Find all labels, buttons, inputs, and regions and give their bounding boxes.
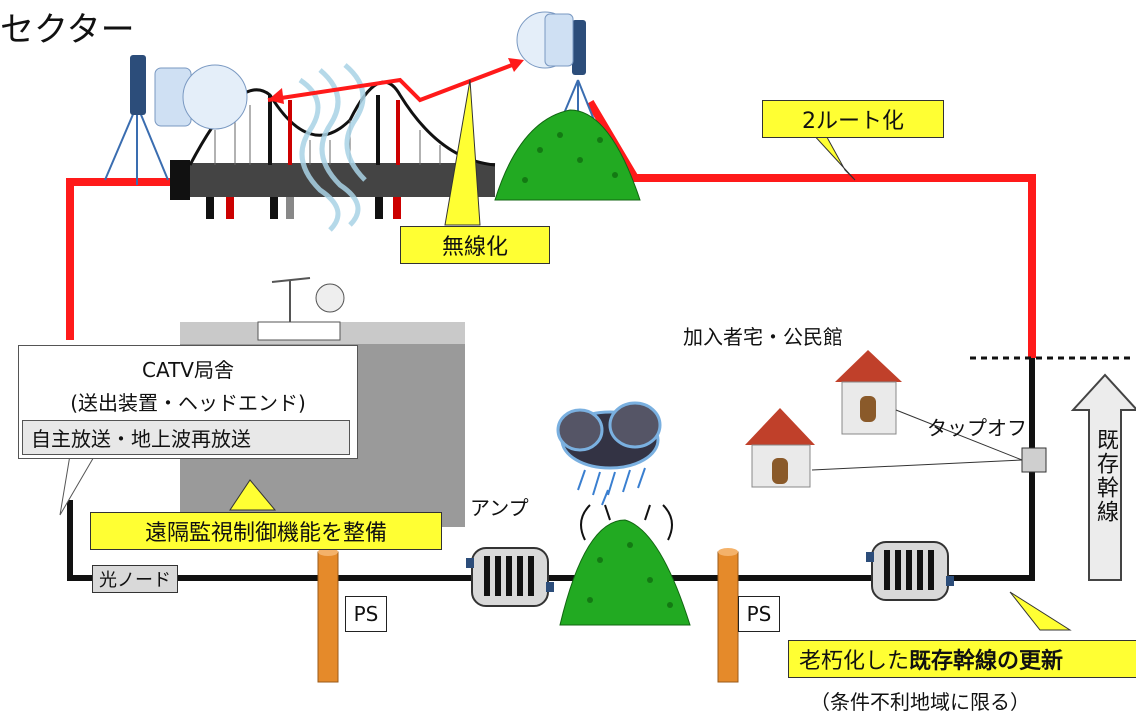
existing-trunk-arrow <box>1070 373 1136 581</box>
condition-note: （条件不利地域に限る） <box>810 690 1030 714</box>
optical-node-label: 光ノード <box>92 565 178 593</box>
remote-pointer <box>229 479 277 511</box>
house-icon-left <box>745 408 815 488</box>
renewal-prefix: 老朽化した <box>799 649 910 674</box>
tap-off-connections <box>811 409 1023 471</box>
antenna-left-icon <box>104 55 248 185</box>
amp-label: アンプ <box>470 496 529 520</box>
amplifier-icon-left <box>466 547 554 607</box>
amplifier-icon-right <box>866 541 954 601</box>
subscriber-label: 加入者宅・公民館 <box>683 325 843 349</box>
route2-callout: 2ルート化 <box>762 100 944 138</box>
existing-trunk-label: 既存幹線 <box>1093 428 1118 524</box>
station-broadcast-label: 自主放送・地上波再放送 <box>22 420 350 455</box>
wireless-pointer <box>444 79 481 226</box>
renewal-callout: 老朽化した既存幹線の更新 <box>788 640 1136 678</box>
waves-icon <box>298 63 367 232</box>
renewal-pointer <box>1009 591 1072 631</box>
station-title: CATV局舎 <box>142 358 234 382</box>
title-fragment: セクター <box>0 10 135 50</box>
wireless-callout: 無線化 <box>400 226 550 264</box>
red-route-left <box>66 178 170 340</box>
station-subtitle: (送出装置・ヘッドエンド) <box>70 391 306 415</box>
wireless-link-arrow <box>267 58 524 104</box>
antenna-right-icon <box>516 11 601 140</box>
ps-label-right: PS <box>738 596 780 632</box>
ps-label-left: PS <box>345 596 387 632</box>
red-route-right <box>586 99 1036 358</box>
station-speech-tail <box>59 454 96 516</box>
tapoff-label: タップオフ <box>927 416 1027 440</box>
mountain-icon-upper <box>494 109 641 201</box>
tap-off-box <box>1021 447 1047 473</box>
storm-cloud-icon <box>556 401 662 506</box>
house-icon-right <box>835 350 902 435</box>
utility-pole-right <box>717 548 739 683</box>
mountain-icon-lower <box>559 504 691 626</box>
remote-callout: 遠隔監視制御機能を整備 <box>90 512 442 550</box>
utility-pole-left <box>317 548 339 683</box>
renewal-bold: 既存幹線の更新 <box>909 649 1064 674</box>
